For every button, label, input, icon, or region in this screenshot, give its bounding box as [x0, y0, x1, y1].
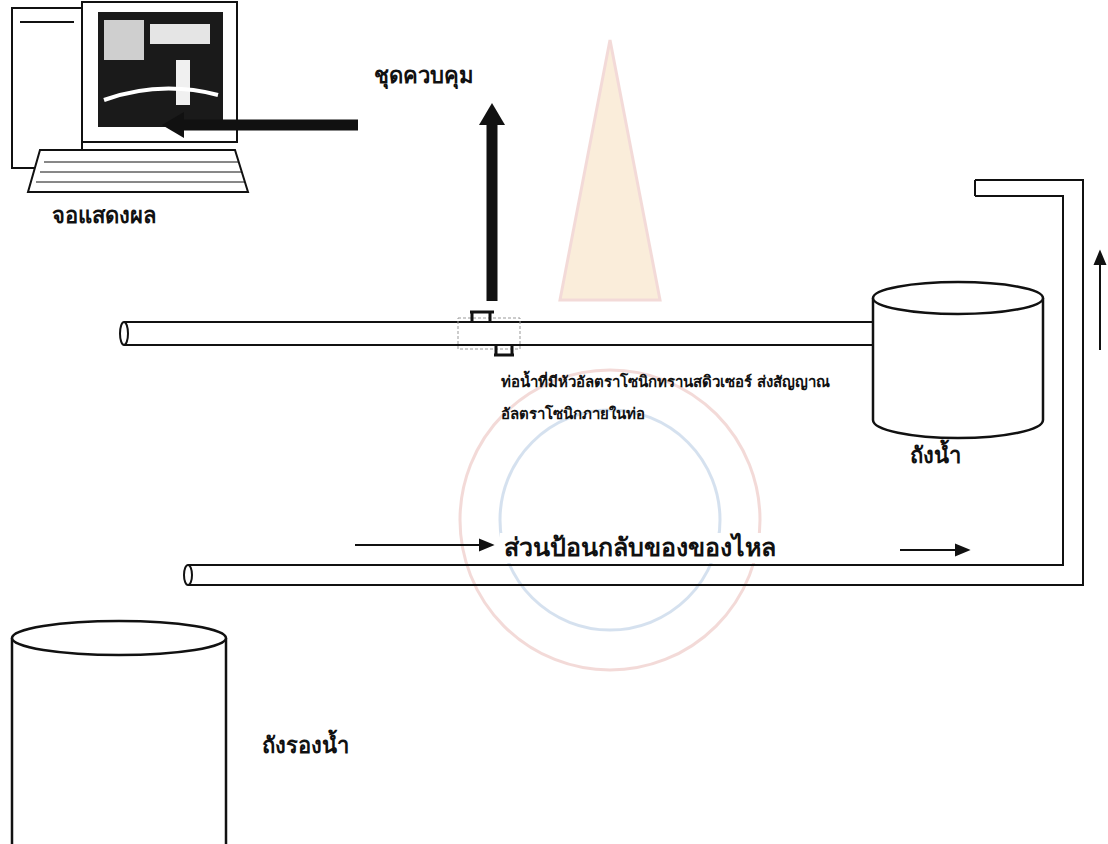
- pipe-transducer: ท่อน้ำที่มีหัวอัลตราโซนิกทรานสดิวเซอร์ ส…: [455, 305, 831, 430]
- node-text: ถังน้ำ: [910, 438, 961, 473]
- node-text: ถังรองน้ำ: [262, 728, 349, 763]
- reservoir-label: ถังรองน้ำ: [262, 728, 349, 763]
- controller-label: ชุดควบคุม: [362, 52, 486, 99]
- node-text: ท่อน้ำที่มีหัวอัลตราโซนิกทรานสดิวเซอร์ ส…: [501, 367, 831, 430]
- reservoir-tank: [12, 621, 226, 844]
- flow-arrow: [355, 252, 1105, 555]
- main-pipe: [120, 322, 873, 345]
- tank-label: ถังน้ำ: [910, 438, 961, 473]
- node-text: จอแสดงผล: [52, 198, 156, 233]
- thick-arrow: [162, 112, 358, 138]
- watermark: [460, 40, 760, 670]
- flow-label: ส่วนป้อนกลับของของไหล: [500, 533, 780, 563]
- thick-arrow: [479, 103, 505, 301]
- node-text: ชุดควบคุม: [374, 58, 474, 93]
- display-label: จอแสดงผล: [52, 198, 156, 233]
- computer-icon: [12, 2, 248, 192]
- transducer: [458, 312, 520, 355]
- return-pipe: [184, 180, 1083, 585]
- water-tank: [873, 282, 1043, 438]
